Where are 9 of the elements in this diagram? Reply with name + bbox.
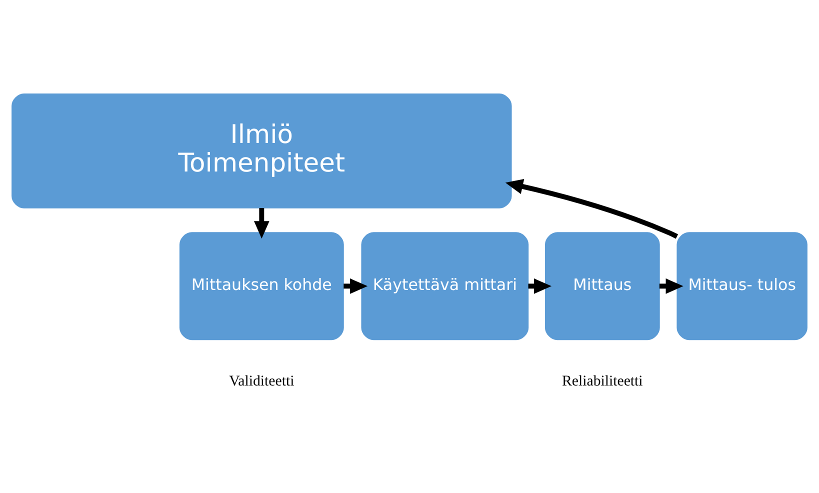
label: Reliabiliteetti xyxy=(562,373,643,390)
node-box: Käytettävä mittari xyxy=(361,232,529,340)
label: Validiteetti xyxy=(229,373,294,390)
node-box: Ilmiö Toimenpiteet xyxy=(12,92,512,208)
arrow xyxy=(505,178,678,238)
node-box: Mittaus xyxy=(544,232,660,340)
arrow xyxy=(254,208,270,238)
node-box: Mittaus- tulos xyxy=(676,232,808,340)
node-box: Mittauksen kohde xyxy=(179,232,344,340)
